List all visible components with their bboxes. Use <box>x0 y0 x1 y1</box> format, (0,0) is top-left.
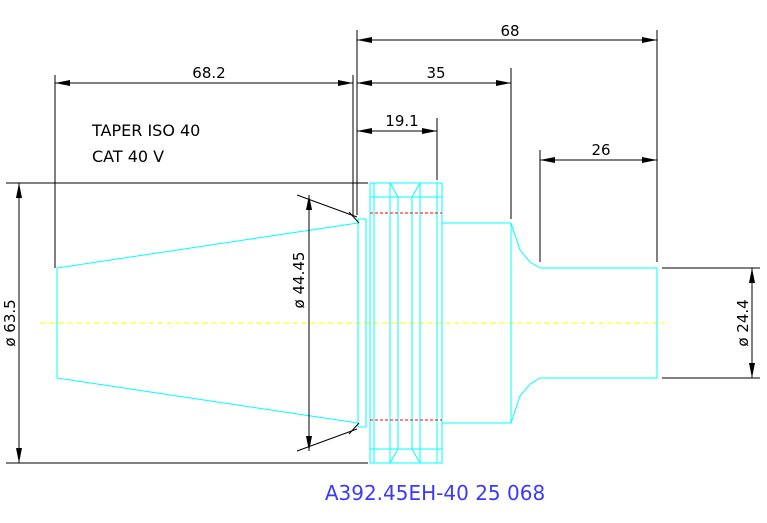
dimension-label-26: 26 <box>591 141 610 159</box>
v-groove-top <box>389 182 421 198</box>
taper-step <box>357 218 367 428</box>
part-code: A392.45EH-40 25 068 <box>325 481 545 505</box>
note-taper-iso: TAPER ISO 40 <box>91 121 200 140</box>
dimension-label-63-5: ø 63.5 <box>1 299 19 346</box>
taper-cone <box>56 222 359 424</box>
dimension-label-overall: 68 <box>500 22 519 40</box>
dimension-label-19-1: 19.1 <box>385 112 418 130</box>
v-groove-bottom <box>389 448 421 464</box>
note-cat-40: CAT 40 V <box>92 147 164 166</box>
dimension-flange-to-shoulder: 35 <box>357 64 511 86</box>
dimension-label-44-45: ø 44.45 <box>290 252 308 309</box>
toolholder-outline <box>56 182 658 464</box>
dimension-flange-diameter: ø 63.5 <box>1 183 22 463</box>
dimension-label-taper: 68.2 <box>192 64 225 82</box>
dimension-taper-length: 68.2 <box>55 64 353 86</box>
dimension-shank-diameter: ø 24.4 <box>734 268 755 378</box>
flange-outer <box>369 182 443 464</box>
dimension-gauge-diameter: ø 44.45 <box>290 194 360 452</box>
dimension-shank-length: 26 <box>540 141 657 163</box>
body-and-shank <box>442 222 658 424</box>
dimension-label-35: 35 <box>426 64 445 82</box>
dimension-flange-width: 19.1 <box>357 112 437 134</box>
dimension-label-24-4: ø 24.4 <box>734 299 752 346</box>
dimension-overall-length: 68 <box>357 22 657 43</box>
